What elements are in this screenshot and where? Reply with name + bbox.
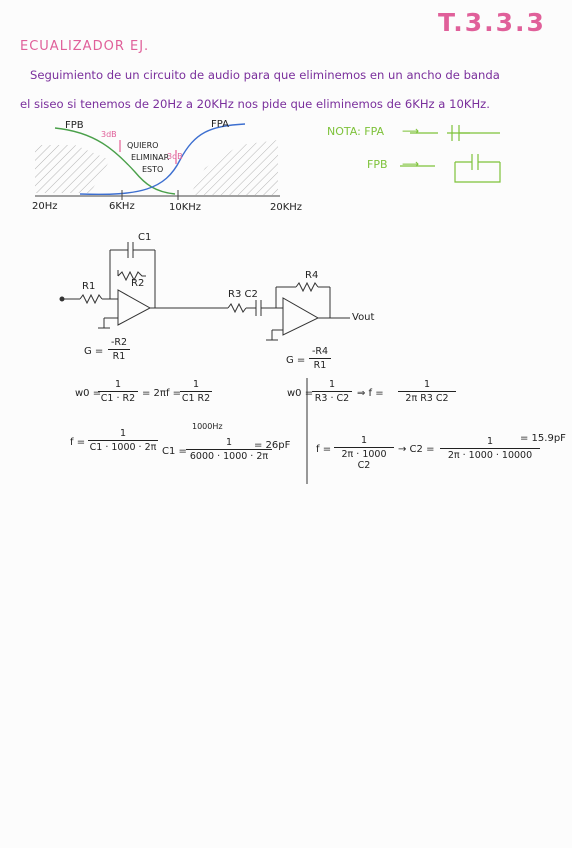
f1-fraction: 1 C1 · 1000 · 2π [88,428,158,453]
capacitor-parallel-icon [400,154,501,183]
eq-2pif-num: 1 [192,379,200,390]
resistor-r2 [117,270,146,282]
fpa-hatch [190,140,278,195]
note-1000hz: 1000Hz [192,422,223,431]
eq-2pif-den: C1 R2 [181,393,211,404]
g2-fraction: -R4 R1 [309,346,331,371]
graph-fpb-label: FPB [65,120,84,131]
label-vout: Vout [352,312,375,323]
w0-den: C1 · R2 [100,393,136,404]
resistor-r1 [79,293,103,305]
w0b-num: 1 [328,379,336,390]
w0b-fraction: 1 R3 · C2 [312,379,352,404]
f1-num: 1 [119,428,127,439]
c1-den: 6000 · 1000 · 2π [189,451,269,462]
eq-2pif-fraction: 1 C1 R2 [180,379,212,404]
nota-arrow-2: ⟶ [402,157,420,171]
label-r3-c2: R3 C2 [228,289,258,300]
x-tick-20hz: 20Hz [32,201,58,212]
f1-lhs: f = [70,437,86,448]
fpb-hatch [35,145,110,193]
statement-line-1: Seguimiento de un circuito de audio para… [30,68,500,82]
graph-esto: ESTO [142,165,164,174]
f2-den: 2π · 1000 C2 [341,449,387,471]
graph-3db-left: 3dB [101,130,117,139]
graph-fpa-label: FPA [211,119,229,130]
c2-fraction: 1 2π · 1000 · 10000 [440,436,540,461]
g1-num: -R2 [110,337,128,348]
c1-fraction: 1 6000 · 1000 · 2π [186,437,272,462]
page-title: ECUALIZADOR EJ. [20,39,150,54]
x-tick-10khz: 10KHz [169,202,202,213]
w0-lhs: w0 = [75,388,102,399]
label-r2: R2 [131,278,145,289]
w0b-lhs: w0 = [287,388,314,399]
g2-lhs: G = [286,355,306,366]
g1-den: R1 [112,351,126,362]
graph-quiero: QUIERO [127,141,159,150]
statement-line-2: el siseo si tenemos de 20Hz a 20KHz nos … [20,97,490,111]
fpb-curve [54,127,176,195]
x-tick-20khz: 20KHz [270,202,303,213]
f2-lhs: f = [316,444,332,455]
w0b-den: R3 · C2 [314,393,350,404]
g2-den: R1 [313,360,327,371]
nota-label: NOTA: FPA [327,125,385,138]
graph-eliminar: ELIMINAR [131,153,170,162]
c1-num: 1 [225,437,233,448]
g1-fraction: -R2 R1 [108,337,130,362]
c1-lhs: C1 = [162,446,187,457]
f-num: 1 [423,379,431,390]
c2-num: 1 [486,436,494,447]
c2-den: 2π · 1000 · 10000 [447,450,533,461]
opamp-2 [282,297,320,336]
eq-2pif: = 2πf = [142,388,182,399]
graph-3db-right: 3dB [167,152,183,161]
label-r1: R1 [82,281,96,292]
x-tick-6khz: 6KHz [109,201,135,212]
c2-result: = 15.9pF [520,433,566,444]
c1-result: = 26pF [254,440,291,451]
f2-num: 1 [360,435,368,446]
f2-fraction: 1 2π · 1000 C2 [334,435,394,471]
capacitor-series-icon [410,125,500,141]
g2-num: -R4 [311,346,329,357]
f-den: 2π R3 C2 [405,393,449,404]
label-r4: R4 [305,270,319,281]
c2-lhs: → C2 = [398,444,435,455]
resistor-r3 [227,302,247,314]
fpa-curve [79,123,246,196]
nota-fpb: FPB [367,158,388,171]
circuit-schematic [59,242,350,341]
resistor-r4 [295,281,319,293]
w0-num: 1 [114,379,122,390]
f-fraction: 1 2π R3 C2 [398,379,456,404]
nota-arrow-1: ⟶ [402,124,420,138]
label-c1: C1 [138,232,152,243]
w0-fraction: 1 C1 · R2 [98,379,138,404]
page-number: T.3.3.3 [438,8,546,37]
g1-lhs: G = [84,346,104,357]
arrow-f: ⇒ f = [357,388,384,399]
opamp-1 [117,289,152,326]
f1-den: C1 · 1000 · 2π [89,442,157,453]
